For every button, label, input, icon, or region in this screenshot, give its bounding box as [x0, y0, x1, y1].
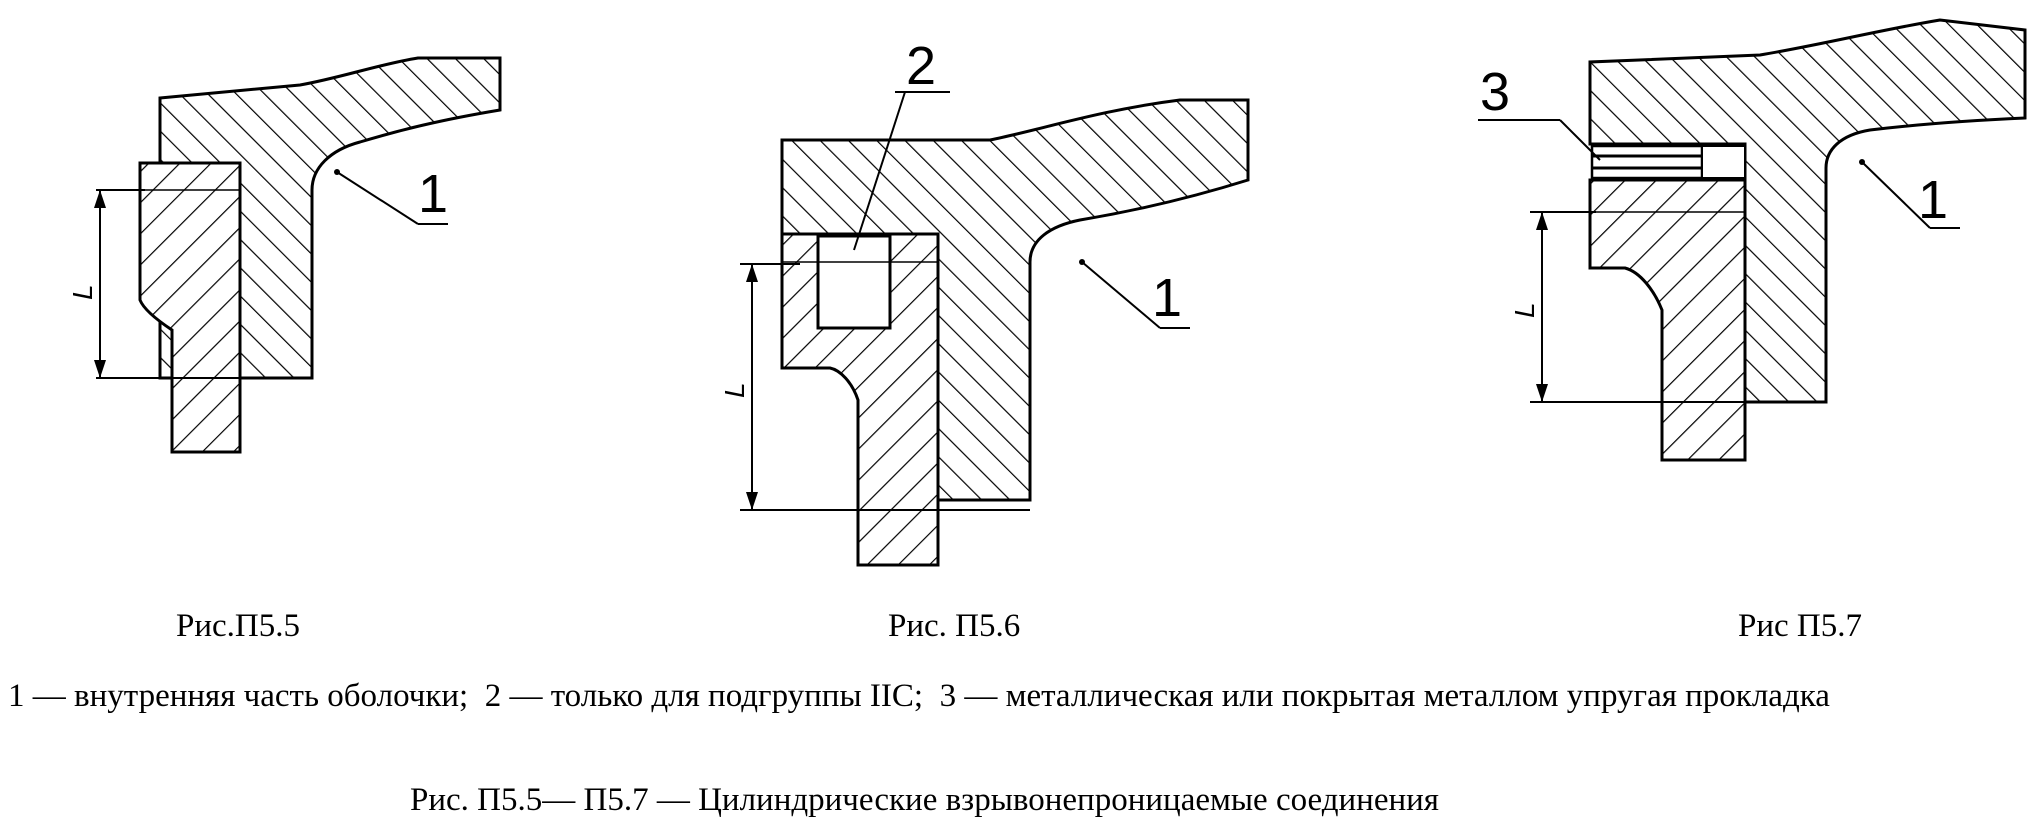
dimension-label: L — [67, 284, 98, 300]
callout-1: 1 — [1918, 170, 1948, 230]
figure-caption-p5-7: Рис П5.7 — [1738, 608, 1862, 644]
callout-1: 1 — [1152, 268, 1182, 328]
enclosure-body-1 — [1588, 18, 2027, 404]
cover-part — [138, 161, 242, 454]
figure-p5-6: L 2 1 — [719, 36, 1250, 567]
enclosure-body-1 — [780, 98, 1250, 502]
figure-p5-7: L 3 1 — [1478, 18, 2027, 462]
figure-title: Рис. П5.5— П5.7 — Цилиндрические взрывон… — [410, 782, 1439, 818]
legend-item-3: 3 — металлическая или покрытая металлом … — [939, 678, 1830, 714]
callout-2: 2 — [906, 36, 936, 96]
legend: 1 — внутренняя часть оболочки; 2 — тольк… — [8, 672, 1958, 720]
dimension-label: L — [1509, 302, 1540, 318]
elastic-gasket-3 — [1590, 144, 1746, 180]
recess-groove — [816, 234, 892, 330]
legend-item-2: 2 — только для подгруппы IIC; — [484, 678, 924, 714]
dimension-label: L — [719, 382, 750, 398]
callout-3: 3 — [1480, 62, 1510, 122]
figure-caption-p5-6: Рис. П5.6 — [888, 608, 1021, 644]
callout-1: 1 — [418, 164, 448, 224]
legend-item-1: 1 — внутренняя часть оболочки; — [8, 678, 469, 714]
figure-p5-5: L 1 — [67, 56, 502, 454]
enclosure-body-1 — [158, 56, 502, 380]
cover-part — [1588, 178, 1747, 462]
figure-caption-p5-5: Рис.П5.5 — [176, 608, 300, 644]
